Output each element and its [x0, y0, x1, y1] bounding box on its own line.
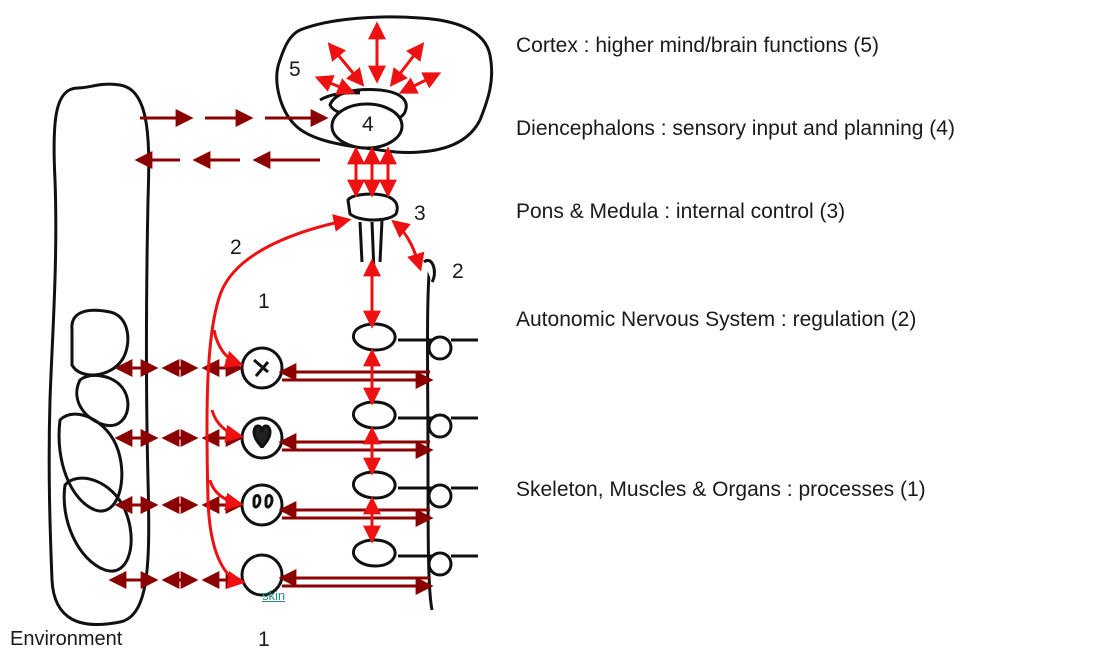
legend-pons-medula: Pons & Medula : internal control (3): [516, 200, 845, 224]
label-level-2-left: 2: [230, 236, 242, 260]
label-level-1-bottom: 1: [258, 628, 270, 652]
label-level-3: 3: [414, 202, 426, 226]
legend-skeleton: Skeleton, Muscles & Organs : processes (…: [516, 478, 926, 502]
label-skin: skin: [262, 588, 285, 603]
environment-outline: [49, 84, 149, 624]
label-level-1-top: 1: [258, 290, 270, 314]
legend-diencephalons: Diencephalons : sensory input and planni…: [516, 117, 955, 141]
organs: [242, 348, 282, 595]
legend-cortex: Cortex : higher mind/brain functions (5): [516, 34, 879, 58]
spinal-cord: [353, 262, 440, 610]
label-level-4: 4: [362, 113, 374, 137]
environment-label: Environment: [10, 628, 122, 651]
pons-medula: [348, 194, 397, 272]
legend-autonomic: Autonomic Nervous System : regulation (2…: [516, 308, 916, 332]
label-level-2-right: 2: [452, 260, 464, 284]
kidney-organ: [242, 485, 282, 525]
label-level-5: 5: [289, 58, 301, 82]
ganglia: [424, 260, 478, 575]
